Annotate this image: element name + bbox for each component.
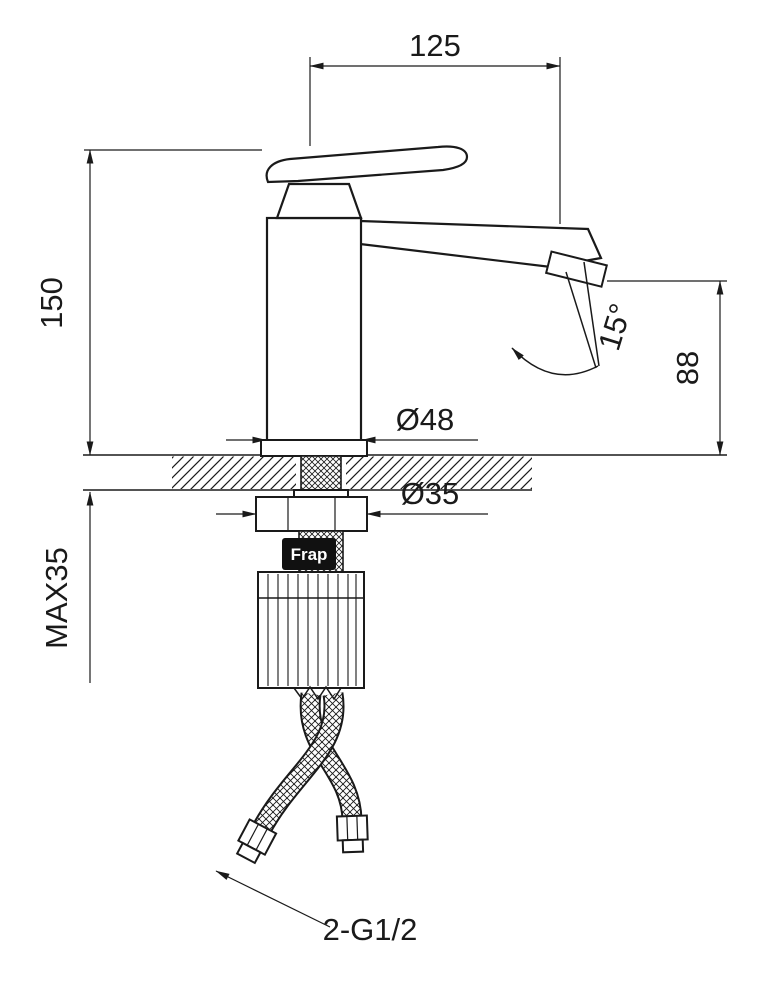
cartridge-cap: [275, 182, 363, 220]
dim-base-diameter-label: Ø48: [396, 402, 455, 437]
countertop-hatch-right: [346, 456, 532, 489]
dim-spout-height: 88: [607, 280, 727, 456]
break-line: [293, 685, 342, 701]
countertop-hatch-left: [172, 456, 296, 489]
mounting-assembly: Frap: [255, 455, 368, 689]
dim-spout-reach: 125: [309, 28, 561, 224]
handle-lever: [265, 145, 469, 184]
dim-max-thickness: MAX35: [39, 491, 94, 683]
faucet: [260, 145, 609, 457]
supply-hose-left: [251, 692, 345, 836]
hose-nut-left: [235, 818, 278, 865]
water-stream-arc: [511, 347, 599, 376]
dim-nut-diameter-label: Ø35: [401, 476, 460, 511]
aerator: [544, 250, 609, 288]
faucet-body: [265, 216, 363, 446]
base-flange: [260, 439, 368, 457]
dim-hose-thread: 2-G1/2: [215, 870, 418, 947]
countertop-section: [83, 454, 727, 491]
hose-nut-right: [335, 814, 369, 854]
dim-spout-height-label: 88: [670, 351, 705, 385]
brand-logo-box: [282, 538, 336, 570]
dim-spout-reach-label: 125: [409, 28, 461, 63]
hose-fitting-ribs: [267, 574, 357, 686]
supply-hose-right: [299, 692, 363, 821]
dim-max-thickness-label: MAX35: [39, 547, 74, 649]
dim-base-diameter: Ø48: [226, 402, 478, 444]
dim-body-height-label: 150: [34, 277, 69, 329]
brand-logo-text: Frap: [291, 545, 328, 564]
dim-nut-diameter: Ø35: [216, 476, 488, 518]
dim-stream-angle-label: 15°: [591, 299, 638, 354]
mounting-nut: [255, 496, 368, 532]
dim-body-height: 150: [34, 149, 262, 456]
mounting-nut-facets: [287, 497, 336, 531]
hose-fitting: [257, 571, 365, 689]
supply-hoses: [235, 685, 369, 865]
dim-hose-thread-label: 2-G1/2: [323, 912, 418, 947]
dimension-annotations: 125 150 88 15° Ø48: [34, 28, 727, 947]
